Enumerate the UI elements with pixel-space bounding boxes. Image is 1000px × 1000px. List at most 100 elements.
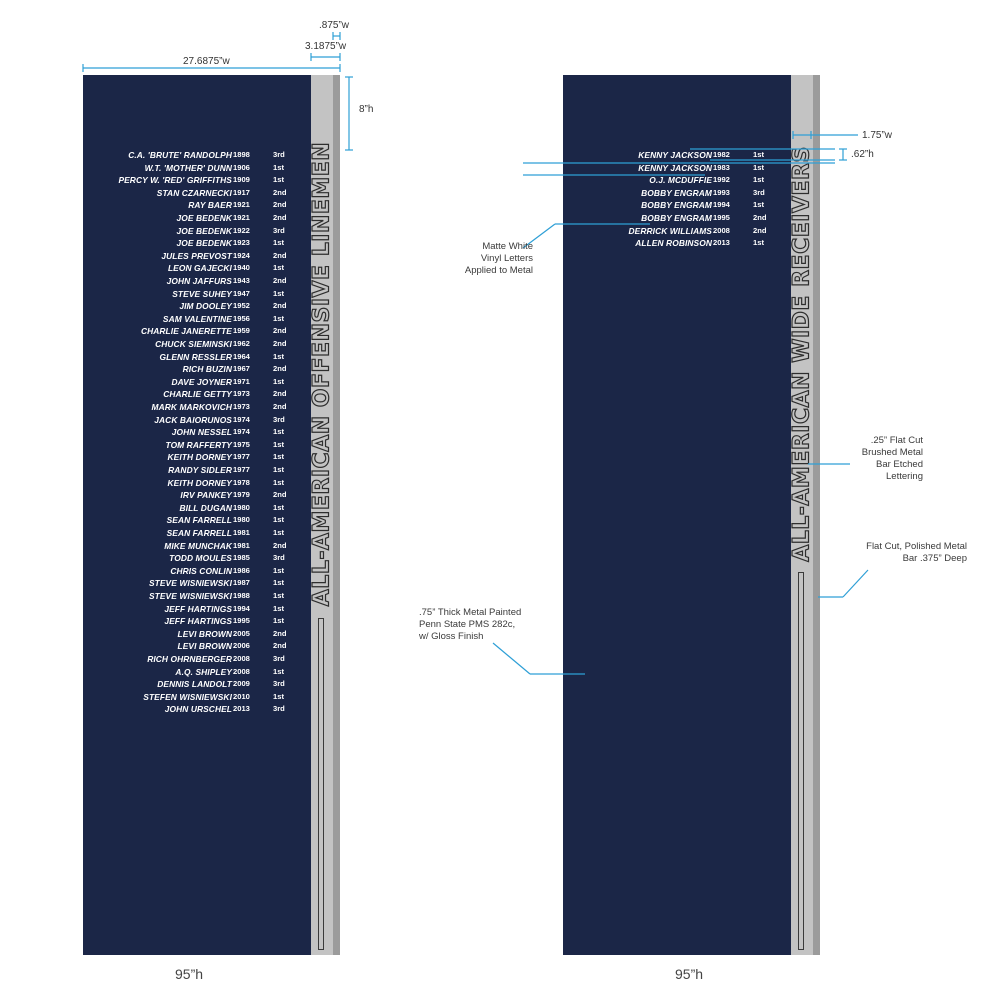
roster-name: CHARLIE GETTY: [163, 389, 232, 400]
roster-name: SEAN FARRELL: [166, 515, 232, 526]
roster-name: DERRICK WILLIAMS: [628, 225, 712, 236]
roster-name: KENNY JACKSON: [638, 150, 712, 160]
roster-year: 1974: [233, 427, 250, 437]
roster-name: JOE BEDENK: [176, 238, 232, 249]
roster-name: DENNIS LANDOLT: [157, 679, 232, 690]
roster-year: 2013: [233, 704, 250, 714]
roster-year: 2010: [233, 691, 250, 701]
roster-year: 2005: [233, 628, 250, 638]
roster-name: JOE BEDENK: [176, 225, 232, 236]
roster-place: 1st: [273, 288, 284, 298]
roster-place: 1st: [273, 376, 284, 386]
roster-year: 1975: [233, 439, 250, 449]
roster-place: 1st: [273, 502, 284, 512]
roster-place: 3rd: [273, 225, 285, 235]
roster-year: 1947: [233, 288, 250, 298]
left-polished-bar-edge: [333, 75, 340, 955]
dim-row-height: .62”h: [851, 149, 874, 160]
roster-name: ALLEN ROBINSON: [635, 238, 712, 249]
roster-year: 1995: [713, 213, 730, 222]
roster-place: 2nd: [273, 250, 287, 260]
roster-name: RAY BAER: [188, 200, 232, 211]
roster-place: 3rd: [273, 679, 285, 689]
left-panel-board: [83, 75, 311, 955]
roster-name: STAN CZARNECKI: [156, 187, 232, 198]
roster-year: 1983: [713, 162, 730, 172]
roster-place: 1st: [273, 263, 284, 273]
roster-year: 1943: [233, 276, 250, 285]
roster-year: 2013: [713, 238, 730, 248]
roster-year: 1906: [233, 162, 250, 172]
roster-place: 2nd: [273, 490, 287, 500]
roster-name: PERCY W. 'RED' GRIFFITHS: [118, 175, 232, 186]
roster-place: 2nd: [273, 641, 287, 651]
roster-year: 1981: [233, 540, 250, 550]
roster-year: 1978: [233, 477, 250, 487]
roster-name: STEVE WISNIEWSKI: [148, 591, 232, 601]
roster-year: 1982: [713, 150, 730, 159]
roster-year: 1921: [233, 200, 250, 210]
roster-name: TOM RAFFERTY: [165, 439, 232, 450]
roster-name: BOBBY ENGRAM: [641, 213, 712, 223]
roster-name: JOHN JAFFURS: [166, 276, 232, 286]
roster-name: KENNY JACKSON: [638, 162, 712, 173]
roster-name: W.T. 'MOTHER' DUNN: [144, 162, 232, 173]
roster-year: 2009: [233, 679, 250, 689]
roster-place: 3rd: [273, 414, 285, 424]
roster-place: 1st: [273, 477, 284, 487]
roster-name: BOBBY ENGRAM: [641, 200, 712, 211]
roster-place: 1st: [753, 238, 764, 248]
roster-year: 1967: [233, 364, 250, 374]
roster-year: 1993: [713, 187, 730, 197]
roster-year: 2008: [713, 225, 730, 235]
roster-place: 1st: [273, 351, 284, 361]
roster-year: 1986: [233, 565, 250, 575]
roster-name: CHUCK SIEMINSKI: [155, 339, 232, 349]
roster-place: 1st: [753, 200, 764, 210]
roster-place: 1st: [273, 691, 284, 701]
dim-total-width: 27.6875”w: [183, 56, 230, 67]
roster-place: 1st: [273, 616, 284, 626]
roster-year: 1995: [233, 616, 250, 626]
roster-year: 1964: [233, 351, 250, 361]
right-panel-board: [563, 75, 791, 955]
roster-year: 1977: [233, 452, 250, 462]
right-etched-bar: [791, 75, 813, 955]
roster-place: 2nd: [273, 326, 287, 336]
roster-name: BOBBY ENGRAM: [641, 187, 712, 198]
right-height-label: 95”h: [675, 966, 704, 982]
roster-year: 1923: [233, 238, 250, 248]
roster-name: JIM DOOLEY: [179, 301, 232, 312]
roster-year: 1973: [233, 389, 250, 399]
roster-place: 3rd: [273, 704, 285, 714]
roster-year: 1956: [233, 313, 250, 323]
roster-place: 3rd: [753, 187, 765, 197]
roster-place: 2nd: [273, 187, 287, 197]
